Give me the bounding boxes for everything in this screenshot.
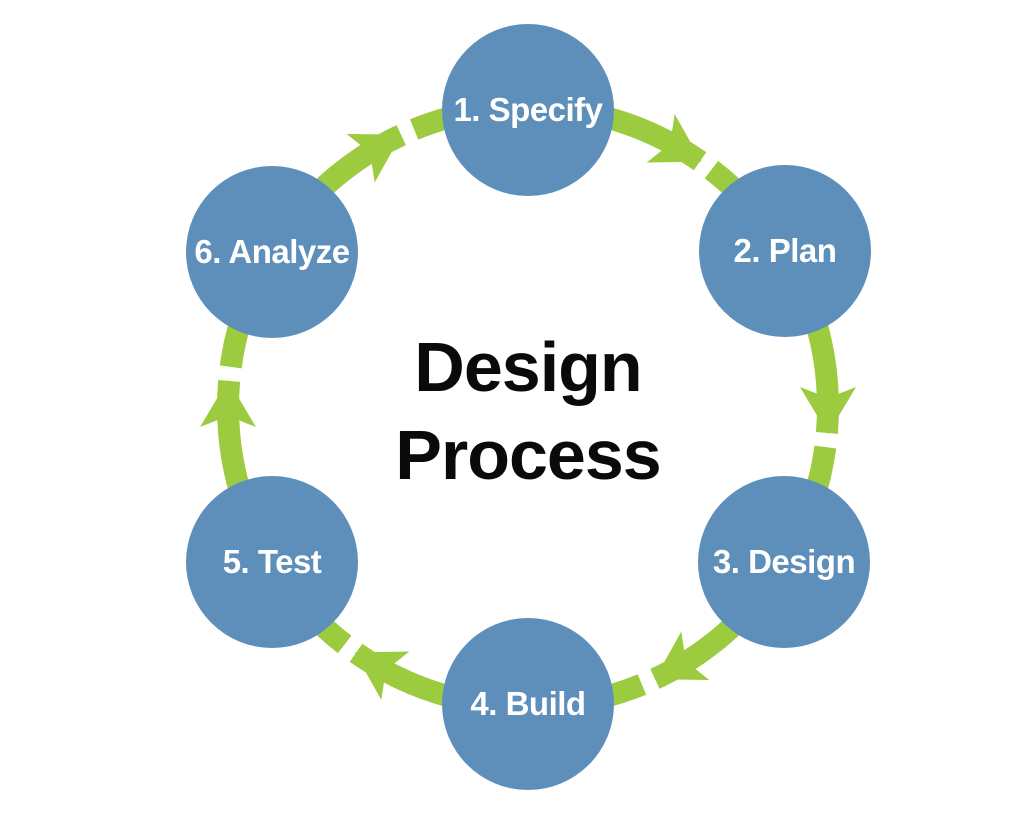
- step-circle-analyze: 6. Analyze: [186, 166, 358, 338]
- step-circle-build: 4. Build: [442, 618, 614, 790]
- arrow-analyze-to-specify-icon: [346, 133, 402, 183]
- arrow-build-to-test-icon: [354, 651, 410, 701]
- arrow-test-to-analyze-icon: [200, 380, 256, 427]
- diagram-title: Design Process: [395, 323, 661, 499]
- step-label-build: 4. Build: [470, 685, 586, 722]
- step-label-test: 5. Test: [222, 543, 322, 580]
- arrow-specify-to-plan-icon: [646, 113, 702, 163]
- step-label-specify: 1. Specify: [453, 91, 603, 128]
- diagram-title-line2: Process: [395, 416, 661, 494]
- step-circle-specify: 1. Specify: [442, 24, 614, 196]
- step-label-design: 3. Design: [712, 543, 856, 580]
- diagram-title-line1: Design: [414, 328, 642, 406]
- step-circle-test: 5. Test: [186, 476, 358, 648]
- arrow-design-to-build-icon: [654, 631, 710, 681]
- step-circle-plan: 2. Plan: [699, 165, 871, 337]
- step-label-analyze: 6. Analyze: [194, 233, 350, 270]
- arrow-plan-to-design-icon: [800, 387, 856, 434]
- step-label-plan: 2. Plan: [733, 232, 837, 269]
- step-circle-design: 3. Design: [698, 476, 870, 648]
